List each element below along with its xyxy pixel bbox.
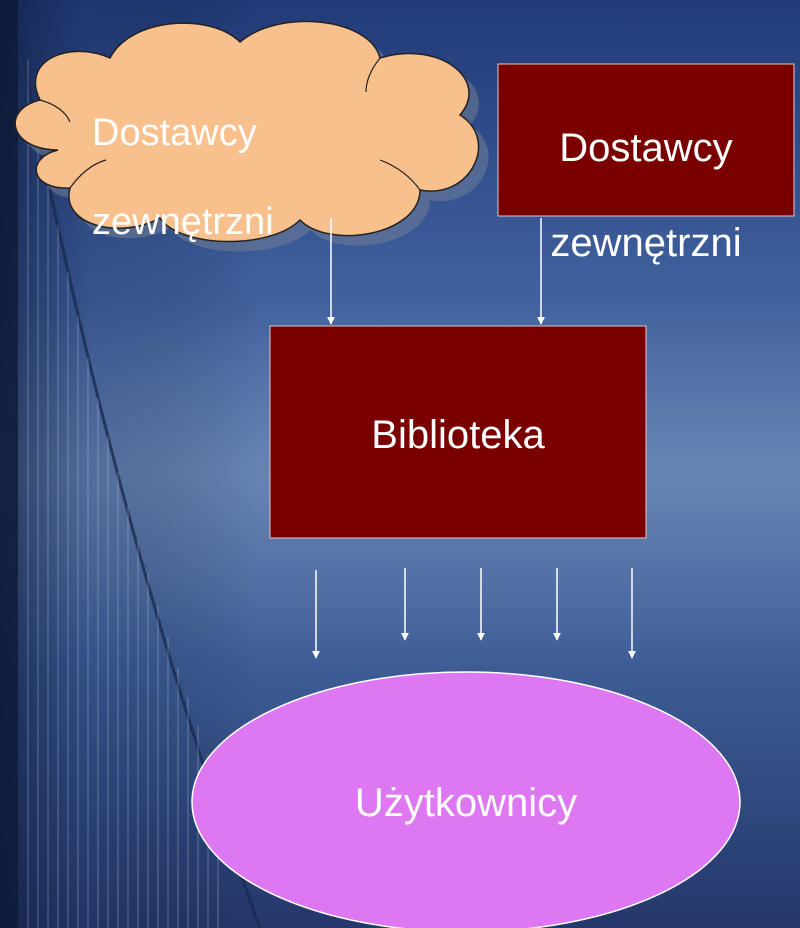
users-label: Użytkownicy bbox=[354, 781, 578, 825]
box-provider-shape bbox=[497, 63, 795, 217]
box-provider-label-line1: Dostawcy bbox=[559, 126, 733, 171]
bridge-tower bbox=[0, 0, 18, 928]
cloud-inner-stroke bbox=[365, 57, 381, 93]
cloud-inner-stroke bbox=[69, 159, 107, 189]
cloud-inner-stroke bbox=[379, 159, 421, 191]
cloud-provider-label: Dostawcy zewnętrzni bbox=[92, 66, 352, 290]
library-shape bbox=[269, 325, 647, 539]
cloud-provider-shape bbox=[14, 20, 480, 243]
bridge-suspender-cables bbox=[27, 60, 219, 928]
users-shape bbox=[191, 671, 741, 928]
cloud-provider-label-line1: Dostawcy bbox=[92, 111, 257, 154]
box-provider-label-line2: zewnętrzni bbox=[550, 220, 742, 265]
library-label: Biblioteka bbox=[371, 413, 545, 457]
cloud-provider-label-line2: zewnętrzni bbox=[92, 201, 274, 244]
cloud-inner-stroke bbox=[39, 99, 71, 123]
box-provider-label: Dostawcy zewnętrzni bbox=[510, 78, 782, 314]
